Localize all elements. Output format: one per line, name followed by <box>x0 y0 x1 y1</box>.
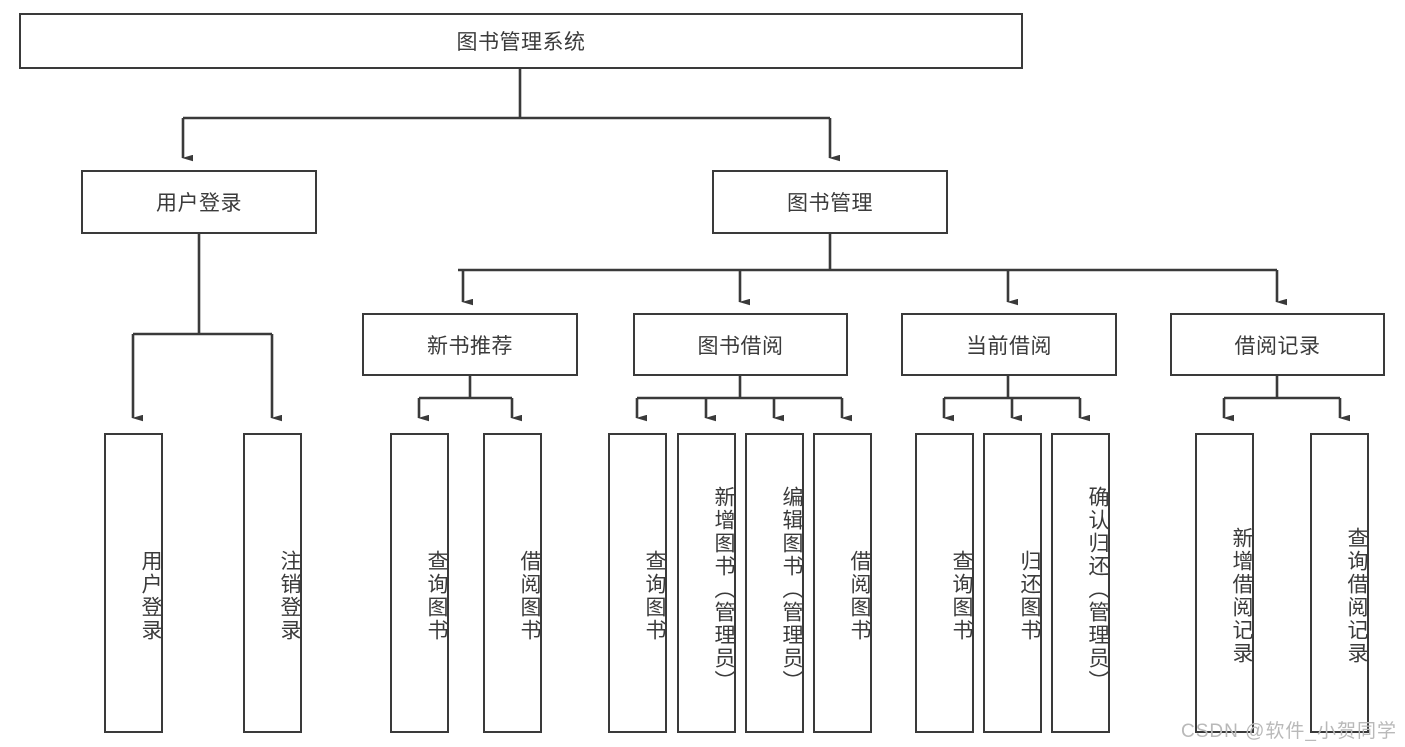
leaf-current-borrow-3[interactable]: 确认归还（管理员） <box>1051 433 1110 733</box>
leaf-book-borrow-3-label: 编辑图书（管理员） <box>780 485 803 693</box>
leaf-borrow-records-1-label: 新增借阅记录 <box>1230 527 1253 665</box>
node-book-borrow[interactable]: 图书借阅 <box>633 313 848 376</box>
node-new-book-recommend[interactable]: 新书推荐 <box>362 313 578 376</box>
leaf-book-borrow-1-label: 查询图书 <box>643 550 666 642</box>
leaf-current-borrow-1[interactable]: 查询图书 <box>915 433 974 733</box>
leaf-new-book-recommend-1-label: 查询图书 <box>425 550 448 642</box>
node-borrow-records-label: 借阅记录 <box>1234 334 1321 358</box>
node-new-book-recommend-label: 新书推荐 <box>427 334 513 358</box>
node-user-login[interactable]: 用户登录 <box>81 170 317 234</box>
leaf-borrow-records-2-label: 查询借阅记录 <box>1345 527 1368 665</box>
leaf-user-login-2[interactable]: 注销登录 <box>243 433 302 733</box>
leaf-new-book-recommend-2[interactable]: 借阅图书 <box>483 433 542 733</box>
node-book-manage-label: 图书管理 <box>787 192 873 215</box>
node-current-borrow-label: 当前借阅 <box>966 334 1052 358</box>
node-borrow-records[interactable]: 借阅记录 <box>1170 313 1385 376</box>
leaf-book-borrow-1[interactable]: 查询图书 <box>608 433 667 733</box>
watermark-text: CSDN @软件_小贺同学 <box>1181 721 1397 742</box>
leaf-user-login-1[interactable]: 用户登录 <box>104 433 163 733</box>
leaf-current-borrow-3-label: 确认归还（管理员） <box>1086 485 1109 693</box>
leaf-book-borrow-4[interactable]: 借阅图书 <box>813 433 872 733</box>
leaf-book-borrow-2[interactable]: 新增图书（管理员） <box>677 433 736 733</box>
leaf-user-login-1-label: 用户登录 <box>139 550 162 642</box>
node-book-manage[interactable]: 图书管理 <box>712 170 948 234</box>
node-root-label: 图书管理系统 <box>456 31 586 54</box>
leaf-new-book-recommend-1[interactable]: 查询图书 <box>390 433 449 733</box>
leaf-user-login-2-label: 注销登录 <box>278 550 301 642</box>
leaf-current-borrow-1-label: 查询图书 <box>950 550 973 642</box>
leaf-new-book-recommend-2-label: 借阅图书 <box>518 550 541 642</box>
leaf-book-borrow-4-label: 借阅图书 <box>848 550 871 642</box>
leaf-current-borrow-2-label: 归还图书 <box>1018 550 1041 642</box>
node-root[interactable]: 图书管理系统 <box>19 13 1023 69</box>
leaf-book-borrow-2-label: 新增图书（管理员） <box>712 485 735 693</box>
leaf-book-borrow-3[interactable]: 编辑图书（管理员） <box>745 433 804 733</box>
leaf-current-borrow-2[interactable]: 归还图书 <box>983 433 1042 733</box>
node-current-borrow[interactable]: 当前借阅 <box>901 313 1117 376</box>
node-user-login-label: 用户登录 <box>156 192 242 215</box>
leaf-borrow-records-2[interactable]: 查询借阅记录 <box>1310 433 1369 733</box>
leaf-borrow-records-1[interactable]: 新增借阅记录 <box>1195 433 1254 733</box>
node-book-borrow-label: 图书借阅 <box>697 334 784 358</box>
